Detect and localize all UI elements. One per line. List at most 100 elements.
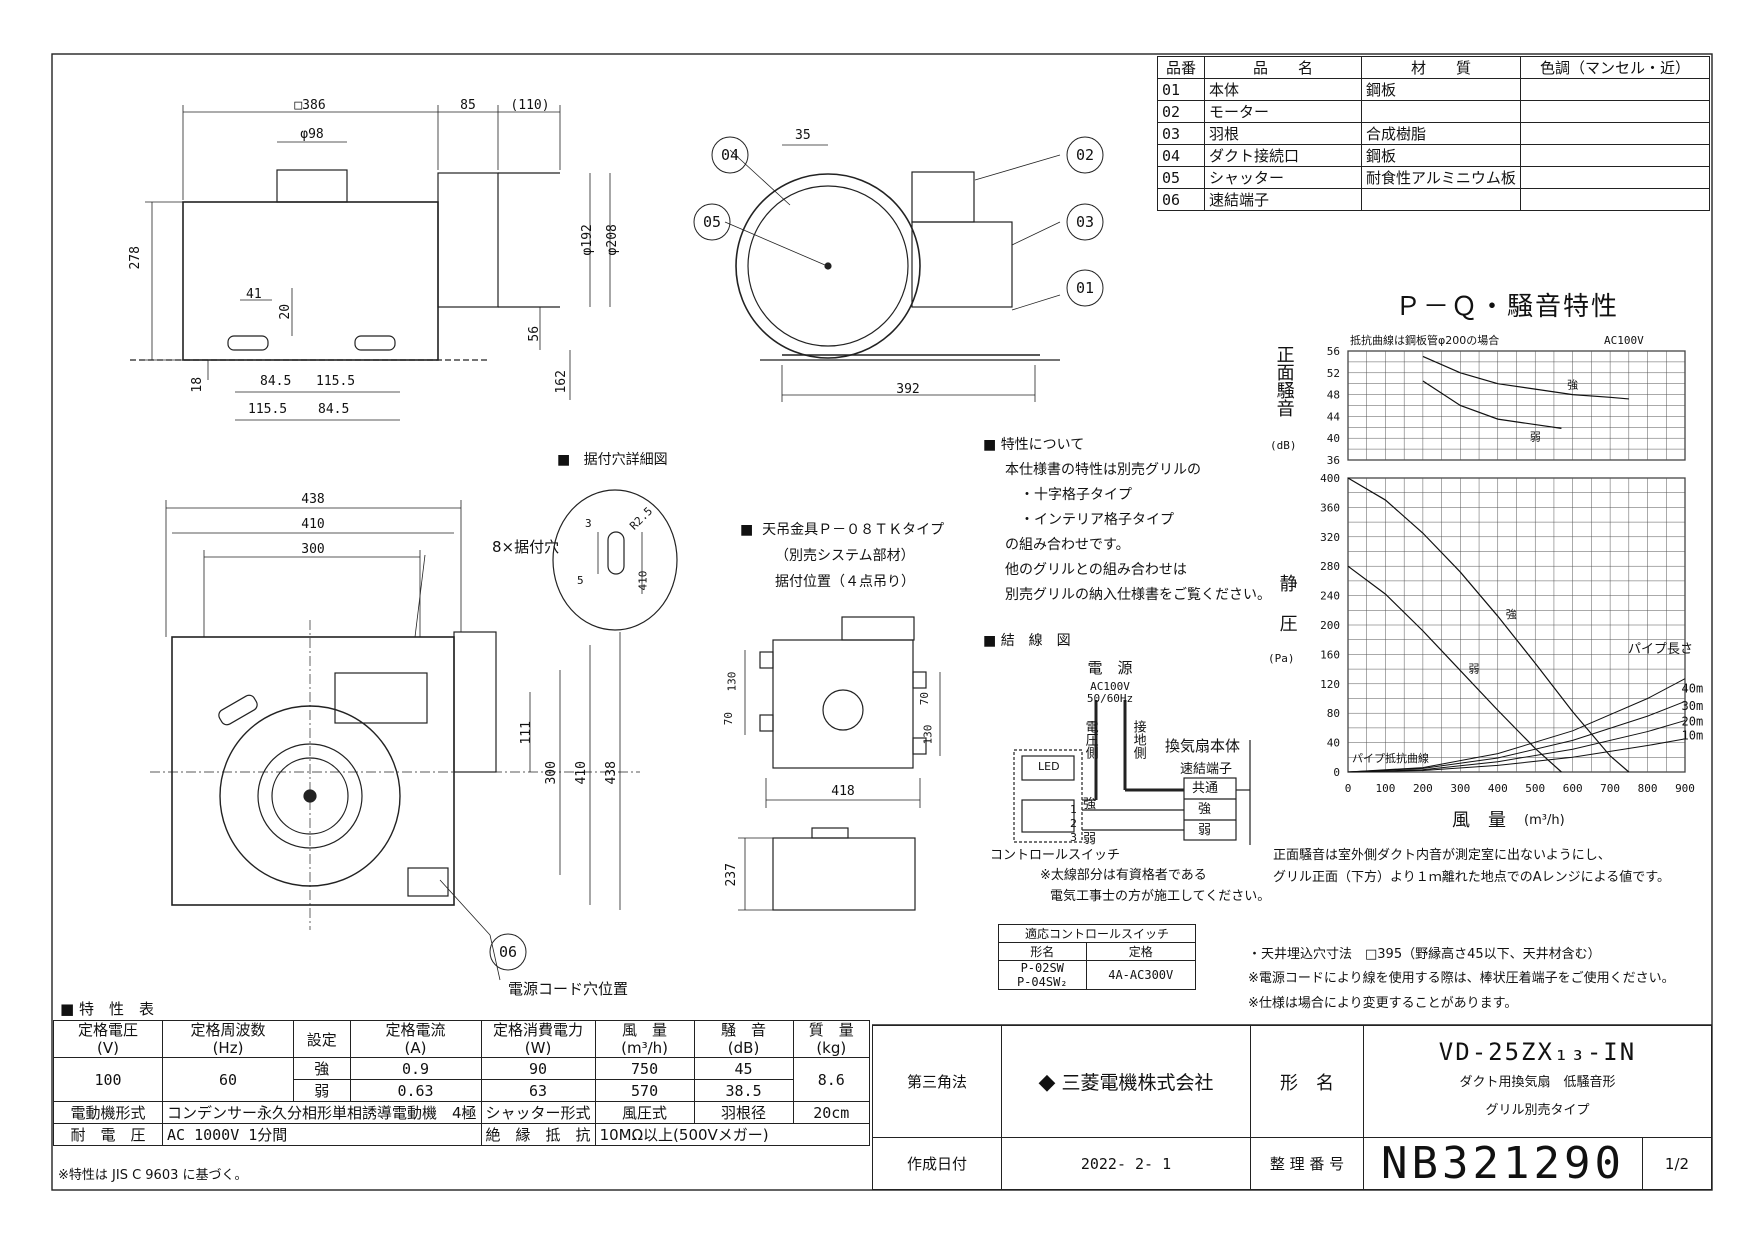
ctrl-rating: 4A-AC300V xyxy=(1085,960,1196,990)
dim-418: 418 xyxy=(831,784,855,799)
dim-84-5-b: 84.5 xyxy=(318,402,350,417)
ctrl-model1: P-02SW xyxy=(1020,961,1064,975)
withstand-label: 耐 電 圧 xyxy=(53,1123,163,1146)
parts-header-name: 品 名 xyxy=(1204,56,1362,79)
spec-header-row: 定格電圧(V) 定格周波数(Hz) 設定 定格電流(A) 定格消費電力(W) 風… xyxy=(53,1020,871,1058)
setting-strong: 強 xyxy=(293,1057,351,1080)
note-line: ※仕様は場合により変更することがあります。 xyxy=(1248,996,1518,1011)
blade-value: 20cm xyxy=(792,1101,871,1124)
part-color xyxy=(1520,122,1710,145)
wiring-common: 共通 xyxy=(1192,781,1219,796)
dim-85: 85 xyxy=(460,98,476,113)
insulation-value: 10MΩ以上(500Vメガー) xyxy=(594,1123,871,1146)
dim-115-5-b: 115.5 xyxy=(248,402,288,417)
part-color xyxy=(1520,188,1710,211)
dim-70-a: 70 xyxy=(722,711,736,726)
features-title: ■ 特性について xyxy=(983,437,1085,453)
part-name: 本体 xyxy=(1204,78,1362,101)
note-line: ※電源コードにより線を使用する際は、棒状圧着端子をご使用ください。 xyxy=(1248,971,1675,986)
pq-xlabel: 風 量 xyxy=(1452,810,1506,831)
wiring-pressure-side: 電圧側 xyxy=(1082,720,1098,759)
callout-02: 02 xyxy=(1075,146,1095,164)
h-mass: 質 量 xyxy=(808,1021,854,1039)
wiring-note2: 電気工事士の方が施工してください。 xyxy=(1050,889,1271,904)
part-name: ダクト接続口 xyxy=(1204,144,1362,167)
part-material: 鋼板 xyxy=(1361,144,1521,167)
dim-115-5-a: 115.5 xyxy=(316,374,356,389)
features-line: 別売グリルの納入仕様書をご覧ください。 xyxy=(1005,587,1271,603)
wiring-n1: 1 xyxy=(1070,803,1077,816)
wiring-strong-line: 強 xyxy=(1083,797,1097,812)
features-line: ・インテリア格子タイプ xyxy=(1020,512,1174,528)
company-name: 三菱電機株式会社 xyxy=(1061,1072,1214,1094)
pq-ylabel: 静圧 xyxy=(1276,574,1298,654)
model-desc1: ダクト用換気扇 低騒音形 xyxy=(1459,1075,1616,1090)
hole-detail-title-text: 据付穴詳細図 xyxy=(583,452,668,468)
wiring-terminal: 速結端子 xyxy=(1180,762,1233,777)
dim-278: 278 xyxy=(127,246,143,270)
ctrl-title: 適応コントロールスイッチ xyxy=(998,924,1196,943)
spec-title: ■ 特 性 表 xyxy=(60,1000,154,1018)
h-power: 定格消費電力 xyxy=(493,1021,584,1039)
wiring-n3: 3 xyxy=(1070,831,1077,844)
features-line: 他のグリルとの組み合わせは xyxy=(1005,562,1187,578)
blade-label: 羽根径 xyxy=(693,1101,794,1124)
wiring-diagram xyxy=(1013,700,1251,845)
dim-111: 111 xyxy=(518,721,534,745)
cord-hole-label: 電源コード穴位置 xyxy=(508,980,629,998)
callout-04: 04 xyxy=(720,146,740,164)
part-material xyxy=(1361,100,1521,123)
page-number: 1/2 xyxy=(1642,1137,1712,1190)
parts-header-color: 色調（マンセル・近） xyxy=(1520,56,1710,79)
parts-header-material: 材 質 xyxy=(1361,56,1521,79)
chart-condition: 抵抗曲線は鋼板管φ200の場合 xyxy=(1350,334,1500,347)
h-frequency: 定格周波数 xyxy=(190,1021,266,1039)
dim-392: 392 xyxy=(896,382,920,397)
h-setting: 設定 xyxy=(293,1020,351,1058)
dim-110: (110) xyxy=(510,98,550,113)
noise-yunit: (dB) xyxy=(1270,439,1297,452)
h-power-unit: (W) xyxy=(524,1039,552,1057)
dim-410-detail: 410 xyxy=(636,570,650,591)
dim-35: 35 xyxy=(795,128,811,143)
part-material: 合成樹脂 xyxy=(1361,122,1521,145)
chart-note2: グリル正面（下方）より１ｍ離れた地点でのAレンジによる値です。 xyxy=(1273,870,1670,885)
chart-note1: 正面騒音は室外側ダクト内音が測定室に出ないようにし、 xyxy=(1273,848,1611,863)
h-flow-unit: (m³/h) xyxy=(621,1039,668,1057)
dim-162: 162 xyxy=(553,370,569,394)
part-material: 鋼板 xyxy=(1361,78,1521,101)
model-number: VD-25ZX₁₃-IN xyxy=(1438,1038,1637,1066)
dim-phi192: φ192 xyxy=(579,224,595,256)
callout-06: 06 xyxy=(498,943,518,961)
noise-weak: 38.5 xyxy=(693,1079,794,1102)
current-strong: 0.9 xyxy=(349,1057,482,1080)
features-line: の組み合わせです。 xyxy=(1005,537,1130,553)
dim-84-5-a: 84.5 xyxy=(260,374,292,389)
wiring-n2: 2 xyxy=(1070,817,1077,830)
wiring-note1: ※太線部分は有資格者である xyxy=(1040,868,1207,883)
dim-width: □386 xyxy=(294,98,326,113)
part-color xyxy=(1520,144,1710,167)
front-elevation xyxy=(130,105,611,421)
flow-strong: 750 xyxy=(594,1057,695,1080)
hole-detail-title: ■ 据付穴詳細図 xyxy=(557,452,668,468)
chart-frames xyxy=(1347,350,1686,773)
dim-70-b: 70 xyxy=(918,691,932,706)
h-frequency-unit: (Hz) xyxy=(212,1039,244,1057)
callout-03: 03 xyxy=(1075,213,1095,231)
flow-weak: 570 xyxy=(594,1079,695,1102)
pq-yunit: (Pa) xyxy=(1268,652,1295,665)
dim-237: 237 xyxy=(723,863,739,887)
spec-title-text: 特 性 表 xyxy=(78,1000,154,1018)
ctrl-col1: 形名 xyxy=(998,942,1087,961)
setting-weak: 弱 xyxy=(293,1079,351,1102)
date-label: 作成日付 xyxy=(872,1137,1002,1190)
table-row: 100 60 強 0.9 90 750 45 8.6 xyxy=(53,1057,871,1102)
